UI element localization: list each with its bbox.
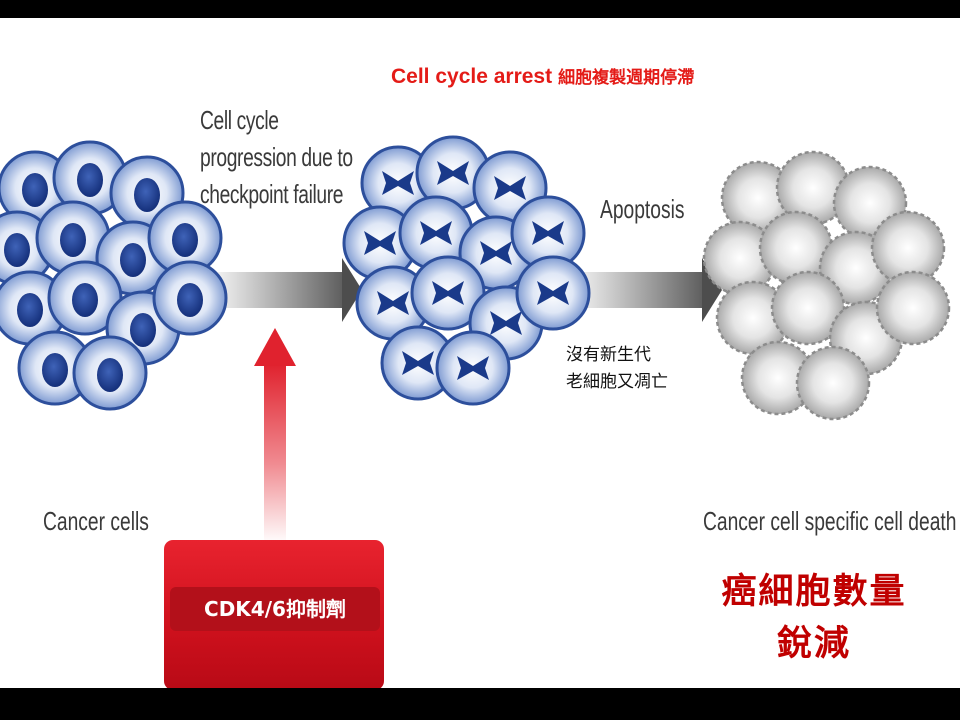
decrease-line-2: 銳減 [776,624,851,664]
dead-cell-icon [875,270,951,346]
cancer-cell-decrease-note: 癌細胞數量 銳減 [706,566,922,670]
slide: Cell cycle progression due to checkpoint… [0,18,960,688]
progression-line-3: checkpoint failure [200,179,344,209]
cell-icon [515,255,591,331]
progression-line-2: progression due to [200,142,353,172]
progression-line-1: Cell cycle [200,105,279,135]
no-new-line-1: 沒有新生代 [566,345,651,365]
cancer-cell-cluster-icon [0,140,228,411]
cdk46-inhibitor-label: CDK4/6抑制劑 [170,587,380,631]
arrest-title-zh: 細胞複製週期停滯 [558,68,695,88]
cell-icon [35,200,111,276]
cell-icon [52,140,128,216]
decrease-line-1: 癌細胞數量 [721,572,907,612]
apoptosis-label: Apoptosis [600,194,685,224]
diagram-canvas [0,135,951,544]
cell-icon [152,260,228,336]
cell-icon [355,265,431,341]
cancer-cells-caption: Cancer cells [43,506,149,536]
arrested-cell-cluster-icon [342,135,591,406]
no-new-cells-note: 沒有新生代 老細胞又凋亡 [566,342,668,396]
cell-icon [435,330,511,406]
arrest-title-en: Cell cycle arrest [391,65,553,88]
cell-icon [410,255,486,331]
cell-icon [510,195,586,271]
no-new-line-2: 老細胞又凋亡 [566,372,668,392]
dead-cell-cluster-icon [702,150,951,421]
dead-cell-icon [770,270,846,346]
progression-label: Cell cycle progression due to checkpoint… [200,102,353,213]
arrow-up-icon [254,328,296,544]
cell-icon [380,325,456,401]
cell-icon [72,335,148,411]
dead-cell-icon [795,345,871,421]
arrow-right-icon [205,258,362,322]
specific-cell-death-caption: Cancer cell specific cell death [703,506,957,536]
